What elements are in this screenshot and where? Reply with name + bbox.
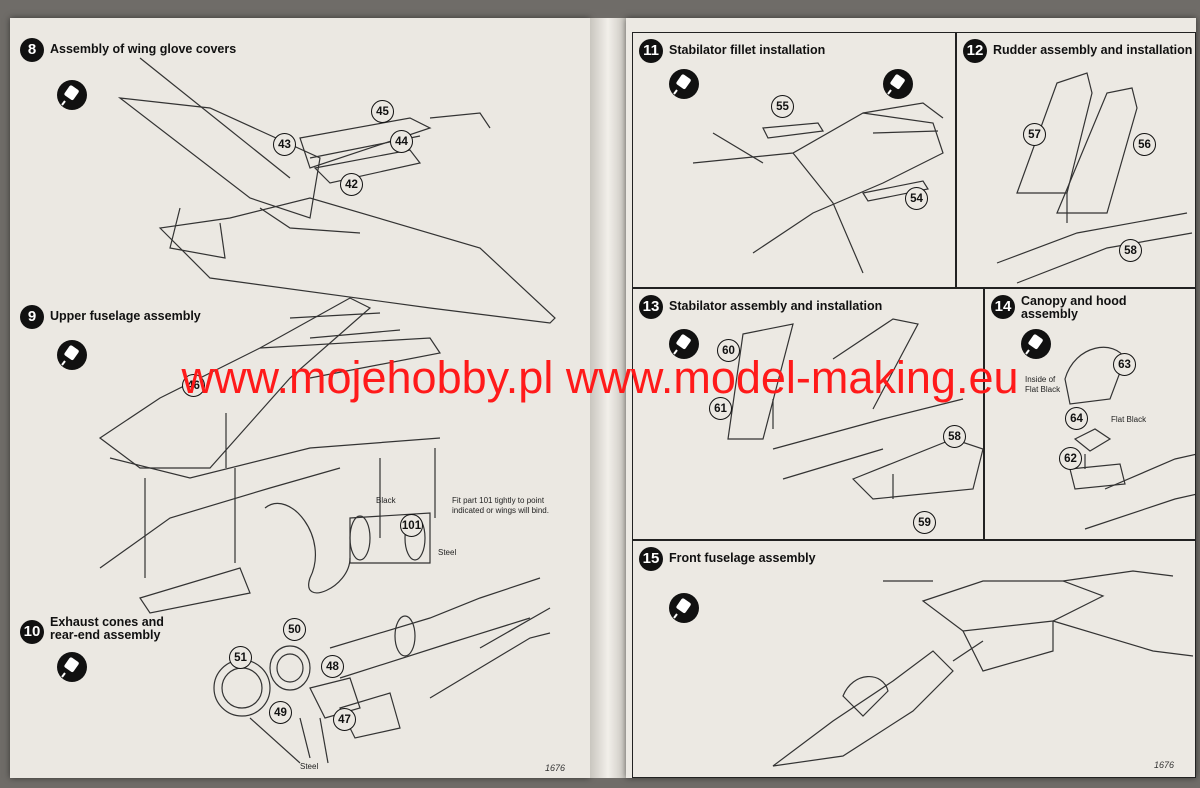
part-43-callout: 43 bbox=[273, 133, 296, 156]
part-63-callout: 63 bbox=[1113, 353, 1136, 376]
step-12-header: 12 Rudder assembly and installation bbox=[963, 39, 1192, 63]
step-14-title-line2: assembly bbox=[1021, 307, 1078, 322]
step-15-header: 15 Front fuselage assembly bbox=[639, 547, 816, 571]
glue-tube-icon bbox=[57, 340, 87, 370]
part-48-callout: 48 bbox=[321, 655, 344, 678]
step-9-title: Upper fuselage assembly bbox=[50, 309, 201, 324]
left-instruction-page: ​ 8 Assembly of wing glove covers 43 45 … bbox=[10, 18, 590, 778]
step-12-title: Rudder assembly and installation bbox=[993, 43, 1193, 58]
part-47-callout: 47 bbox=[333, 708, 356, 731]
part-57-callout: 57 bbox=[1023, 123, 1046, 146]
inside-of-label: Inside of bbox=[1025, 375, 1056, 384]
step-10-header: 10 Exhaust cones and rear-end assembly bbox=[20, 615, 164, 644]
steel-paint-label: Steel bbox=[300, 762, 319, 771]
glue-tube-icon bbox=[57, 652, 87, 682]
flat-black-label: Flat Black bbox=[1111, 415, 1147, 424]
step-15-panel: 15 Front fuselage assembly bbox=[632, 540, 1196, 778]
part-45-callout: 45 bbox=[371, 100, 394, 123]
part-64-callout: 64 bbox=[1065, 407, 1088, 430]
glue-tube-icon bbox=[669, 593, 699, 623]
step-15-number: 15 bbox=[639, 547, 663, 571]
website-watermark: www.mojehobby.pl www.model-making.eu bbox=[181, 352, 1019, 403]
step-15-front-fuselage-drawing bbox=[772, 570, 1194, 767]
part-49-callout: 49 bbox=[269, 701, 292, 724]
step-12-number: 12 bbox=[963, 39, 987, 63]
step-10-title-line2: rear-end assembly bbox=[50, 628, 161, 643]
part-51-callout: 51 bbox=[229, 646, 252, 669]
step-8-title: Assembly of wing glove covers bbox=[50, 42, 237, 57]
step-10-exhaust-drawing bbox=[213, 577, 551, 764]
part-101-callout: 101 bbox=[400, 514, 423, 537]
step-13-number: 13 bbox=[639, 295, 663, 319]
step-11-panel: 11 Stabilator fillet installation 55 54 bbox=[632, 32, 956, 288]
step-15-title: Front fuselage assembly bbox=[669, 551, 816, 566]
flat-black-label: Flat Black bbox=[1025, 385, 1061, 394]
part-58-callout: 58 bbox=[943, 425, 966, 448]
part-55-callout: 55 bbox=[771, 95, 794, 118]
step-10-number: 10 bbox=[20, 620, 44, 644]
right-page-number: 1676 bbox=[1154, 760, 1175, 770]
step-8-wing-drawing bbox=[117, 57, 556, 324]
step-11-number: 11 bbox=[639, 39, 663, 63]
step-14-panel: 14 Canopy and hood assembly 63 64 62 Ins… bbox=[984, 288, 1196, 540]
step-13-stabilator-drawing bbox=[727, 318, 983, 500]
left-page-number: 1676 bbox=[545, 763, 566, 773]
glue-tube-icon bbox=[669, 329, 699, 359]
step-11-tail-drawing bbox=[692, 102, 944, 274]
steel-paint-label: Steel bbox=[438, 548, 457, 557]
fit-part-101-note: Fit part 101 tightly to point indicated … bbox=[452, 496, 549, 515]
step-8-header: 8 Assembly of wing glove covers bbox=[20, 38, 236, 62]
glue-tube-icon bbox=[669, 69, 699, 99]
page-gutter bbox=[590, 18, 626, 778]
part-62-callout: 62 bbox=[1059, 447, 1082, 470]
step-13-panel: 13 Stabilator assembly and installation … bbox=[632, 288, 984, 540]
step-11-header: 11 Stabilator fillet installation bbox=[639, 39, 825, 63]
part-42-callout: 42 bbox=[340, 173, 363, 196]
part-58-callout: 58 bbox=[1119, 239, 1142, 262]
glue-tube-icon bbox=[883, 69, 913, 99]
step-14-header: 14 Canopy and hood assembly bbox=[991, 294, 1127, 322]
step-9-number: 9 bbox=[20, 305, 44, 329]
step-12-rudder-drawing bbox=[996, 72, 1193, 284]
step-11-title: Stabilator fillet installation bbox=[669, 43, 826, 58]
step-13-title: Stabilator assembly and installation bbox=[669, 299, 883, 314]
step-13-header: 13 Stabilator assembly and installation bbox=[639, 295, 882, 319]
glue-tube-icon bbox=[1021, 329, 1051, 359]
step-14-number: 14 bbox=[991, 295, 1015, 319]
part-54-callout: 54 bbox=[905, 187, 928, 210]
step-12-panel: 12 Rudder assembly and installation 57 5… bbox=[956, 32, 1196, 288]
step-14-canopy-drawing bbox=[1064, 346, 1195, 530]
part-50-callout: 50 bbox=[283, 618, 306, 641]
part-59-callout: 59 bbox=[913, 511, 936, 534]
step-9-header: 9 Upper fuselage assembly bbox=[20, 305, 201, 329]
part-60-callout: 60 bbox=[717, 339, 740, 362]
part-61-callout: 61 bbox=[709, 397, 732, 420]
part-44-callout: 44 bbox=[390, 130, 413, 153]
step-10-title-line1: Exhaust cones and bbox=[50, 615, 164, 629]
step-14-title-line1: Canopy and hood bbox=[1021, 294, 1127, 308]
right-instruction-page: 11 Stabilator fillet installation 55 54 … bbox=[626, 18, 1196, 778]
black-paint-label: Black bbox=[376, 496, 396, 505]
part-46-callout: 46 bbox=[182, 374, 205, 397]
step-8-number: 8 bbox=[20, 38, 44, 62]
glue-tube-icon bbox=[57, 80, 87, 110]
part-56-callout: 56 bbox=[1133, 133, 1156, 156]
